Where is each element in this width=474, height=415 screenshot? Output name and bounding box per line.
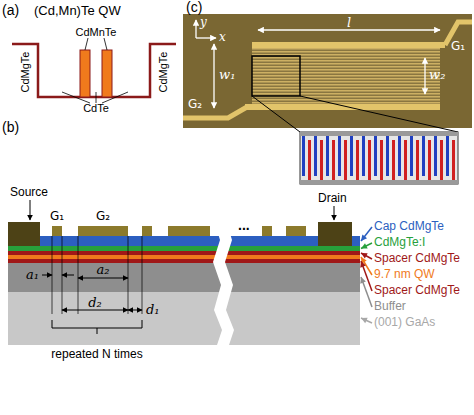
legend-text: Spacer CdMgTe: [374, 284, 460, 296]
panel-heading: (Cd,Mn)Te QW: [34, 4, 121, 17]
legend-text: Spacer CdMgTe: [374, 252, 460, 264]
break-mark: [213, 220, 234, 348]
gate-label: G₁: [451, 40, 465, 52]
legend-arrowhead: [360, 261, 366, 268]
micrograph: [183, 14, 472, 132]
gate-label: G₂: [188, 98, 202, 110]
material-label: CdTe: [83, 103, 109, 114]
axis-label: y: [200, 16, 207, 28]
legend-text: CdMgTe:I: [374, 236, 425, 248]
dimension-label: a₂: [97, 263, 110, 276]
legend-swatch: [361, 257, 372, 275]
zoom-inset: [300, 132, 458, 184]
contact-label: Drain: [318, 192, 347, 204]
dimension-label: l: [347, 16, 351, 29]
panel-label: (b): [2, 120, 19, 134]
legend-swatch: [361, 261, 372, 291]
contact-label: Source: [10, 186, 48, 198]
legend-arrowhead: [361, 318, 368, 323]
material-label: CdMnTe: [76, 27, 117, 38]
panel-label: (c): [186, 0, 202, 14]
dimension-label: a₁: [26, 268, 39, 281]
material-label: CdMgTe: [20, 52, 31, 93]
dimension-label: w₁: [219, 68, 235, 81]
material-label: CdMgTe: [158, 52, 169, 93]
legend-text: Cap CdMgTe: [374, 220, 444, 232]
axis-label: x: [219, 31, 226, 43]
legend-arrowhead: [361, 234, 367, 241]
panel-label: (a): [2, 3, 19, 17]
legend-text: 9.7 nm QW: [374, 268, 435, 280]
ellipsis-mark: ...: [238, 218, 250, 232]
dimension-label: w₂: [429, 68, 445, 81]
gate-electrodes: [52, 226, 306, 236]
qw-profile: [12, 38, 176, 103]
legend-text: Buffer: [374, 300, 406, 312]
gate-label: G₂: [96, 210, 110, 222]
dimension-lines: [30, 200, 334, 334]
legend-text: (001) GaAs: [374, 316, 435, 328]
legend-swatch: [361, 318, 372, 323]
dimension-label: d₁: [146, 303, 160, 316]
ohmic-contacts: [8, 222, 352, 246]
legend-arrowhead: [361, 243, 368, 248]
legend-swatch: [361, 277, 372, 307]
legend-arrowhead: [360, 277, 366, 284]
layer-stack: [8, 236, 360, 345]
dimension-label: d₂: [88, 296, 102, 309]
legend-swatch: [361, 243, 372, 249]
gate-label: G₁: [50, 210, 64, 222]
bracket-label: repeated N times: [51, 348, 142, 360]
legend-swatch: [361, 227, 372, 241]
